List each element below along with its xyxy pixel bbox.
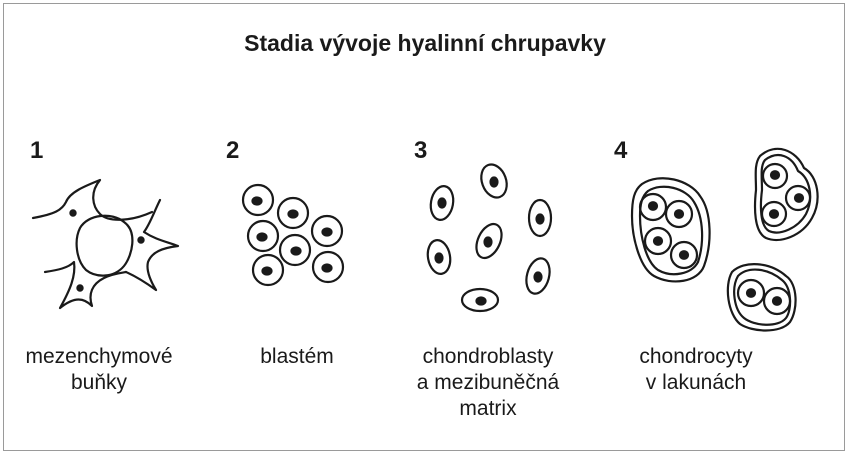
stage-2-label: blastém bbox=[222, 344, 372, 370]
mesenchymal-cell-left bbox=[43, 260, 128, 310]
blastema-cells bbox=[241, 183, 345, 287]
stage-2-label-line-1: blastém bbox=[260, 345, 334, 368]
chondrocyte-group-left bbox=[630, 177, 711, 283]
figure-frame bbox=[3, 3, 845, 451]
stage-4-number: 4 bbox=[614, 137, 628, 164]
stage-3-label-line-3: matrix bbox=[459, 397, 517, 420]
stage-4-label-line-1: chondrocyty bbox=[639, 345, 753, 368]
stage-2-number: 2 bbox=[226, 137, 240, 164]
chondrocyte-group-bottom-right bbox=[726, 263, 797, 332]
stage-1-label-line-2: buňky bbox=[70, 371, 128, 394]
stage-1-label: mezenchymové buňky bbox=[14, 344, 184, 396]
stage-1-label-line-1: mezenchymové bbox=[25, 345, 173, 368]
stage-4-label: chondrocyty v lakunách bbox=[616, 344, 776, 396]
chondrocyte-group-top-right bbox=[753, 147, 819, 242]
mesenchymal-cell-right bbox=[124, 198, 180, 292]
chondroblast-cells bbox=[426, 163, 553, 313]
mesenchymal-cell-top bbox=[31, 178, 154, 221]
stage-3-label: chondroblasty a mezibuněčná matrix bbox=[398, 344, 578, 422]
stage-3-label-line-2: a mezibuněčná bbox=[416, 371, 560, 394]
mesenchymal-cell-center bbox=[75, 214, 134, 277]
stage-4-label-line-2: v lakunách bbox=[645, 371, 747, 394]
stage-3-number: 3 bbox=[414, 137, 428, 164]
stage-1-number: 1 bbox=[30, 137, 44, 164]
figure-title: Stadia vývoje hyalinní chrupavky bbox=[244, 30, 606, 56]
stage-3-label-line-1: chondroblasty bbox=[422, 345, 554, 368]
mesenchymal-cells bbox=[31, 178, 180, 310]
